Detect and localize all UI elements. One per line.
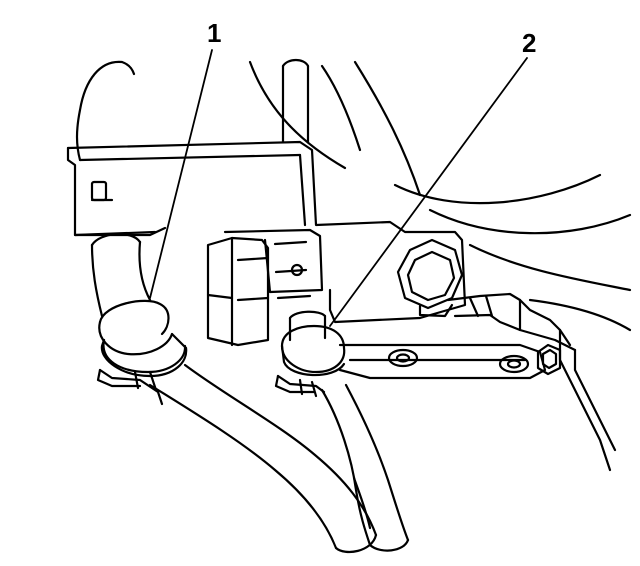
callout-label-1: 1: [207, 18, 222, 48]
hex-bolt: [396, 238, 464, 318]
side-strap: [446, 292, 617, 472]
leader-line-1: [149, 49, 213, 299]
vertical-pipe: [281, 58, 310, 144]
connector-block: [206, 236, 270, 347]
mounting-bracket: [66, 140, 467, 324]
leader-line-2: [329, 57, 528, 327]
wire-loop: [75, 60, 136, 162]
left-hose: [90, 233, 378, 553]
right-hose: [288, 310, 410, 552]
callout-label-2: 2: [522, 28, 537, 58]
left-clamp: [96, 299, 188, 406]
engine-contour-lines: [248, 60, 632, 332]
right-clamp: [274, 324, 346, 398]
lower-rail: [338, 343, 562, 380]
